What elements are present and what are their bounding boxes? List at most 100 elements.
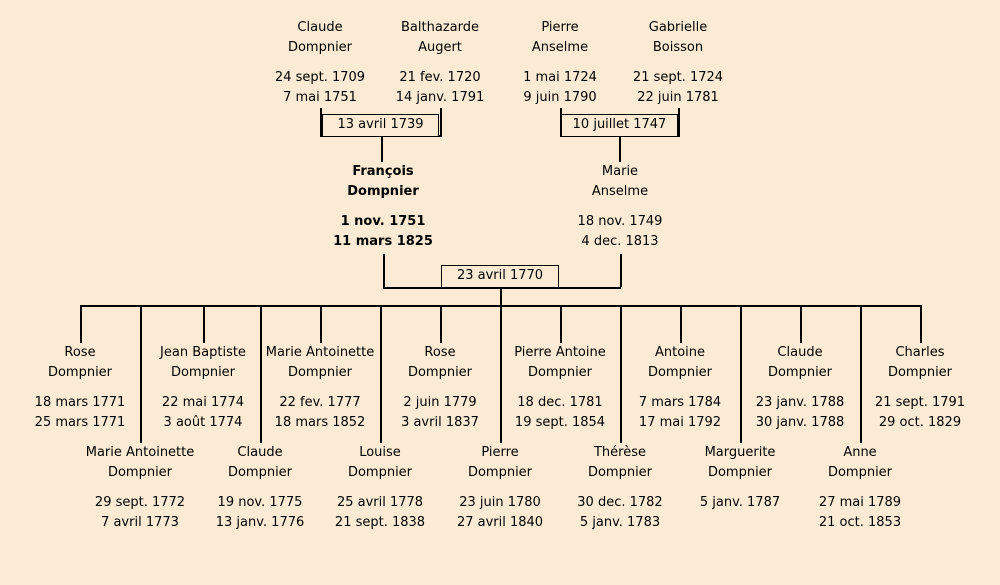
person-last-name: Dompnier: [47, 365, 113, 380]
connector-line: [620, 305, 622, 443]
person-pierre-anselme[interactable]: Pierre Anselme 1 mai 1724 9 juin 1790: [495, 18, 625, 108]
person-last-name: Dompnier: [347, 465, 413, 480]
death-date: 13 janv. 1776: [215, 515, 305, 530]
person-first-name: Pierre Antoine: [514, 345, 606, 360]
connector-line: [203, 305, 205, 343]
person-first-name: Rose: [424, 345, 456, 360]
person-first-name: Claude: [237, 445, 283, 460]
person-last-name: Dompnier: [707, 465, 773, 480]
death-date: 5 janv. 1783: [579, 515, 661, 530]
person-last-name: Dompnier: [107, 465, 173, 480]
person-claude-dompnier-1775[interactable]: Claude Dompnier 19 nov. 1775 13 janv. 17…: [195, 443, 325, 533]
connector-line: [320, 305, 322, 343]
person-first-name: Jean Baptiste: [160, 345, 246, 360]
person-rose-dompnier-1771[interactable]: Rose Dompnier 18 mars 1771 25 mars 1771: [15, 343, 145, 433]
person-dates: 23 janv. 1788 30 janv. 1788: [735, 393, 865, 433]
person-louise-dompnier[interactable]: Louise Dompnier 25 avril 1778 21 sept. 1…: [315, 443, 445, 533]
person-dates: 1 nov. 1751 11 mars 1825: [318, 212, 448, 252]
death-date: 3 avril 1837: [401, 415, 479, 430]
birth-date: 1 nov. 1751: [340, 214, 426, 229]
person-first-name: Marguerite: [704, 445, 776, 460]
person-first-name: Marie: [601, 164, 639, 179]
death-date: 9 juin 1790: [523, 90, 597, 105]
birth-date: 23 janv. 1788: [755, 395, 845, 410]
person-last-name: Dompnier: [527, 365, 593, 380]
person-first-name: Gabrielle: [648, 20, 708, 35]
birth-date: 30 dec. 1782: [577, 495, 663, 510]
person-claude-dompnier[interactable]: Claude Dompnier 24 sept. 1709 7 mai 1751: [255, 18, 385, 108]
death-date: 14 janv. 1791: [395, 90, 485, 105]
birth-date: 18 mars 1771: [34, 395, 126, 410]
person-first-name: Antoine: [654, 345, 706, 360]
person-last-name: Dompnier: [827, 465, 893, 480]
person-dates: 25 avril 1778 21 sept. 1838: [315, 493, 445, 533]
person-first-name: Rose: [64, 345, 96, 360]
person-gabrielle-boisson[interactable]: Gabrielle Boisson 21 sept. 1724 22 juin …: [613, 18, 743, 108]
person-anne-dompnier[interactable]: Anne Dompnier 27 mai 1789 21 oct. 1853: [795, 443, 925, 533]
connector-line: [860, 305, 862, 443]
connector-line: [560, 108, 562, 137]
person-dates: 21 fev. 1720 14 janv. 1791: [375, 68, 505, 108]
person-pierre-dompnier[interactable]: Pierre Dompnier 23 juin 1780 27 avril 18…: [435, 443, 565, 533]
death-date: 7 avril 1773: [101, 515, 179, 530]
death-date: 11 mars 1825: [333, 234, 433, 249]
birth-date: 1 mai 1724: [523, 70, 597, 85]
death-date: 7 mai 1751: [283, 90, 357, 105]
birth-date: 21 sept. 1791: [874, 395, 966, 410]
person-last-name: Boisson: [652, 40, 704, 55]
death-date: 3 août 1774: [163, 415, 243, 430]
death-date: 29 oct. 1829: [878, 415, 962, 430]
person-dates: 21 sept. 1791 29 oct. 1829: [855, 393, 985, 433]
marriage-date-box: 13 avril 1739: [322, 114, 439, 137]
person-marie-antoinette-dompnier-1777[interactable]: Marie Antoinette Dompnier 22 fev. 1777 1…: [255, 343, 385, 433]
person-first-name: Pierre: [481, 445, 519, 460]
death-date: 27 avril 1840: [456, 515, 544, 530]
connector-line: [140, 305, 142, 443]
person-last-name: Dompnier: [227, 465, 293, 480]
marriage-date-box: 10 juillet 1747: [561, 114, 678, 137]
death-date: 25 mars 1771: [34, 415, 126, 430]
connector-line: [440, 108, 442, 137]
person-dates: 7 mars 1784 17 mai 1792: [615, 393, 745, 433]
person-claude-dompnier-1788[interactable]: Claude Dompnier 23 janv. 1788 30 janv. 1…: [735, 343, 865, 433]
birth-date: 25 avril 1778: [336, 495, 424, 510]
connector-line: [80, 305, 82, 343]
person-dates: 24 sept. 1709 7 mai 1751: [255, 68, 385, 108]
person-charles-dompnier[interactable]: Charles Dompnier 21 sept. 1791 29 oct. 1…: [855, 343, 985, 433]
person-marguerite-dompnier[interactable]: Marguerite Dompnier 5 janv. 1787: [675, 443, 805, 513]
person-francois-dompnier[interactable]: François Dompnier 1 nov. 1751 11 mars 18…: [318, 162, 448, 252]
person-dates: 30 dec. 1782 5 janv. 1783: [555, 493, 685, 533]
connector-line: [500, 305, 502, 443]
death-date: 21 sept. 1838: [334, 515, 426, 530]
connector-line: [680, 305, 682, 343]
person-last-name: Augert: [418, 40, 462, 55]
person-antoine-dompnier[interactable]: Antoine Dompnier 7 mars 1784 17 mai 1792: [615, 343, 745, 433]
connector-line: [500, 287, 502, 305]
connector-line: [678, 108, 680, 137]
connector-line: [740, 305, 742, 443]
person-jean-baptiste-dompnier[interactable]: Jean Baptiste Dompnier 22 mai 1774 3 aoû…: [138, 343, 268, 433]
person-marie-antoinette-dompnier-1772[interactable]: Marie Antoinette Dompnier 29 sept. 1772 …: [75, 443, 205, 533]
connector-line: [620, 254, 622, 287]
person-dates: 19 nov. 1775 13 janv. 1776: [195, 493, 325, 533]
person-therese-dompnier[interactable]: Thérèse Dompnier 30 dec. 1782 5 janv. 17…: [555, 443, 685, 533]
birth-date: 22 fev. 1777: [279, 395, 361, 410]
birth-date: 21 fev. 1720: [399, 70, 481, 85]
death-date: 22 juin 1781: [637, 90, 719, 105]
person-marie-anselme[interactable]: Marie Anselme 18 nov. 1749 4 dec. 1813: [555, 162, 685, 252]
person-pierre-antoine-dompnier[interactable]: Pierre Antoine Dompnier 18 dec. 1781 19 …: [495, 343, 625, 433]
person-dates: 22 fev. 1777 18 mars 1852: [255, 393, 385, 433]
birth-date: 19 nov. 1775: [217, 495, 303, 510]
connector-line: [320, 108, 322, 137]
birth-date: 18 dec. 1781: [517, 395, 603, 410]
person-first-name: Claude: [777, 345, 823, 360]
connector-line: [619, 136, 621, 162]
connector-line: [383, 254, 385, 287]
person-first-name: Louise: [359, 445, 401, 460]
person-rose-dompnier-1779[interactable]: Rose Dompnier 2 juin 1779 3 avril 1837: [375, 343, 505, 433]
death-date: 19 sept. 1854: [514, 415, 606, 430]
person-balthazarde-augert[interactable]: Balthazarde Augert 21 fev. 1720 14 janv.…: [375, 18, 505, 108]
person-last-name: Dompnier: [287, 40, 353, 55]
person-first-name: François: [352, 164, 414, 179]
